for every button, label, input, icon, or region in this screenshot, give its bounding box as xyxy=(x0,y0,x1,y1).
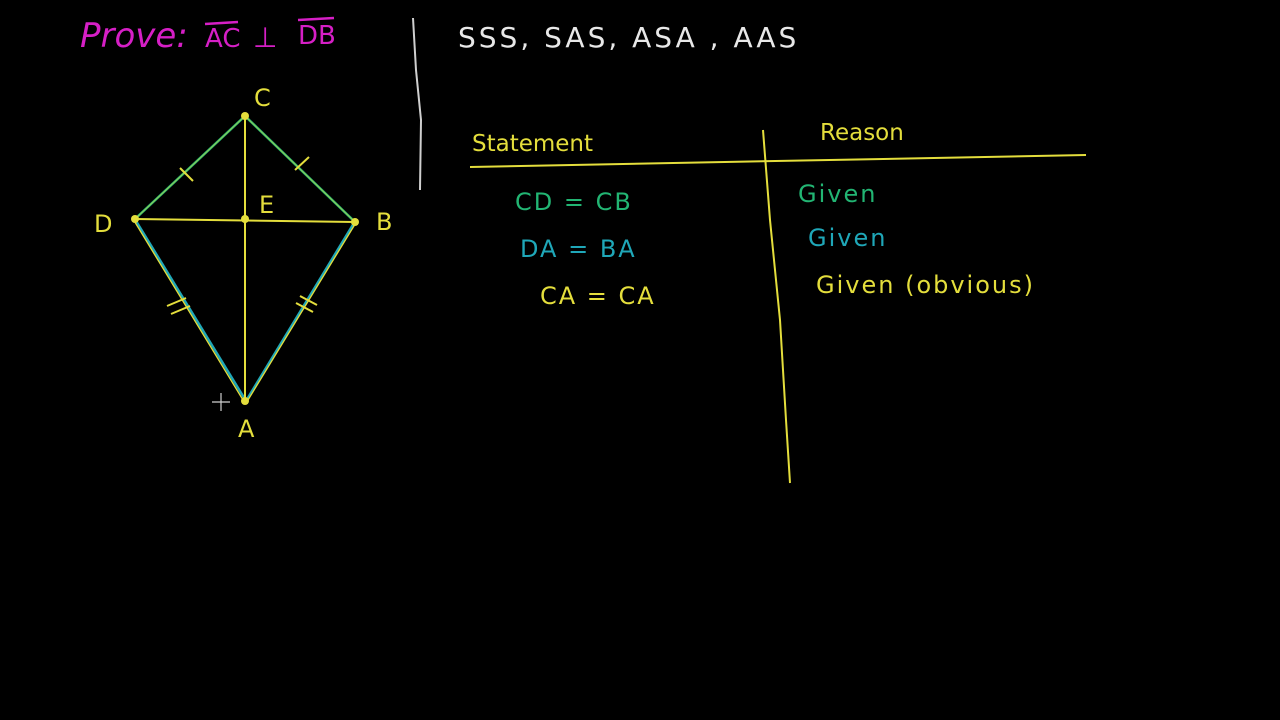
table-vertical-rule xyxy=(762,129,791,484)
prove-label: Prove: xyxy=(80,16,188,56)
double-tick-da-2 xyxy=(170,305,191,315)
label-d: D xyxy=(94,210,112,238)
side-ba xyxy=(244,222,356,402)
crosshair-cursor-icon xyxy=(212,393,230,411)
point-d xyxy=(131,215,139,223)
label-c: C xyxy=(254,84,271,112)
point-a xyxy=(241,397,249,405)
reason-header: Reason xyxy=(820,120,904,146)
overline-db xyxy=(297,16,335,22)
statement-header: Statement xyxy=(472,131,593,157)
reason-row-1: Given xyxy=(798,180,877,208)
side-cb-overlay xyxy=(244,115,356,223)
label-b: B xyxy=(376,208,392,236)
perpendicular-symbol: ⊥ xyxy=(253,21,277,54)
reason-row-2: Given xyxy=(808,224,887,252)
side-da xyxy=(134,220,248,402)
proof-table: Statement Reason CD = CB Given DA = BA G… xyxy=(469,120,1087,484)
point-b xyxy=(351,218,359,226)
segment-ac: AC xyxy=(205,24,240,54)
divider-line xyxy=(412,17,423,191)
prove-statement: Prove: AC ⊥ DB xyxy=(80,16,336,56)
table-horizontal-rule xyxy=(469,154,1087,168)
double-tick-ba-2 xyxy=(299,295,318,306)
statement-row-3: CA = CA xyxy=(540,282,656,310)
double-tick-da-1 xyxy=(166,297,187,307)
segment-db: DB xyxy=(298,21,336,51)
side-ba-overlay xyxy=(247,220,358,401)
statement-row-2: DA = BA xyxy=(520,235,637,263)
side-cd-overlay xyxy=(134,115,246,220)
label-e: E xyxy=(259,191,274,219)
tick-cd xyxy=(179,167,194,182)
label-a: A xyxy=(238,415,255,443)
point-e xyxy=(241,215,249,223)
reason-row-3: Given (obvious) xyxy=(816,271,1035,299)
double-tick-ba-1 xyxy=(295,302,314,313)
statement-row-1: CD = CB xyxy=(515,188,633,216)
criteria-text: SSS, SAS, ASA , AAS xyxy=(458,21,799,54)
kite-figure: C D B E A xyxy=(94,84,392,443)
tick-cb xyxy=(294,156,310,171)
overline-ac xyxy=(204,20,239,26)
point-c xyxy=(241,112,249,120)
side-da-overlay xyxy=(132,218,244,401)
